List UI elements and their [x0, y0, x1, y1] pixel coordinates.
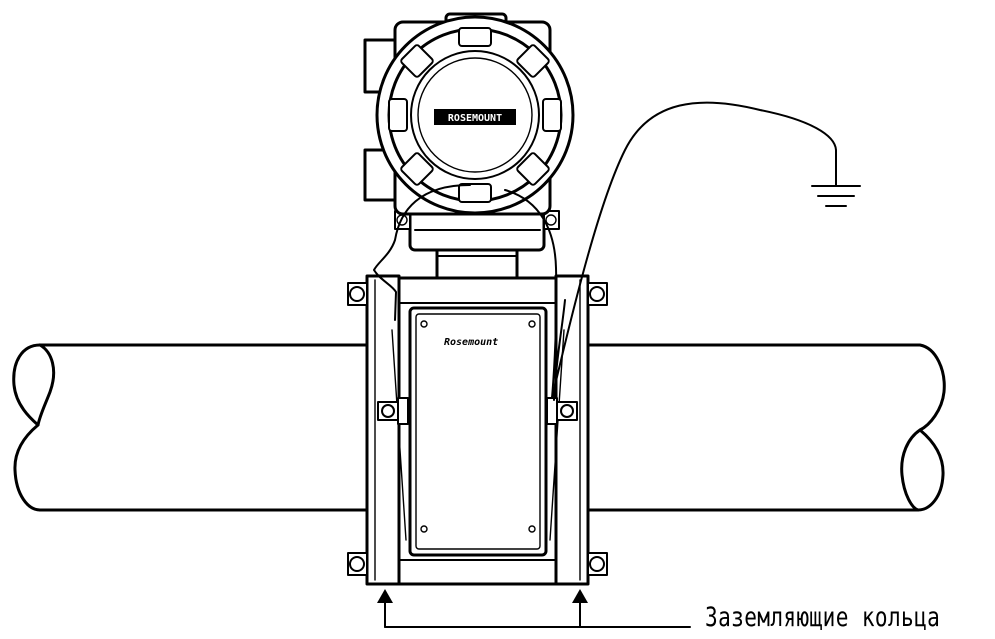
transmitter-nameplate-label: ROSEMOUNT [448, 113, 502, 124]
left-pipe [12, 343, 372, 512]
sensor-brand-label: Rosemount [444, 337, 498, 348]
grounding-rings-callout [377, 589, 691, 628]
right-grounding-ring [554, 274, 608, 586]
transmitter-neck [394, 203, 560, 280]
transmitter-cover [375, 15, 575, 215]
grounding-rings-label: Заземляющие кольца [705, 602, 941, 633]
grounding-wires [373, 101, 837, 401]
up-arrow-icon [377, 589, 393, 603]
up-arrow-icon [572, 589, 588, 603]
sensor-body [376, 276, 580, 586]
ground-icon [811, 185, 861, 207]
right-pipe [578, 343, 946, 512]
